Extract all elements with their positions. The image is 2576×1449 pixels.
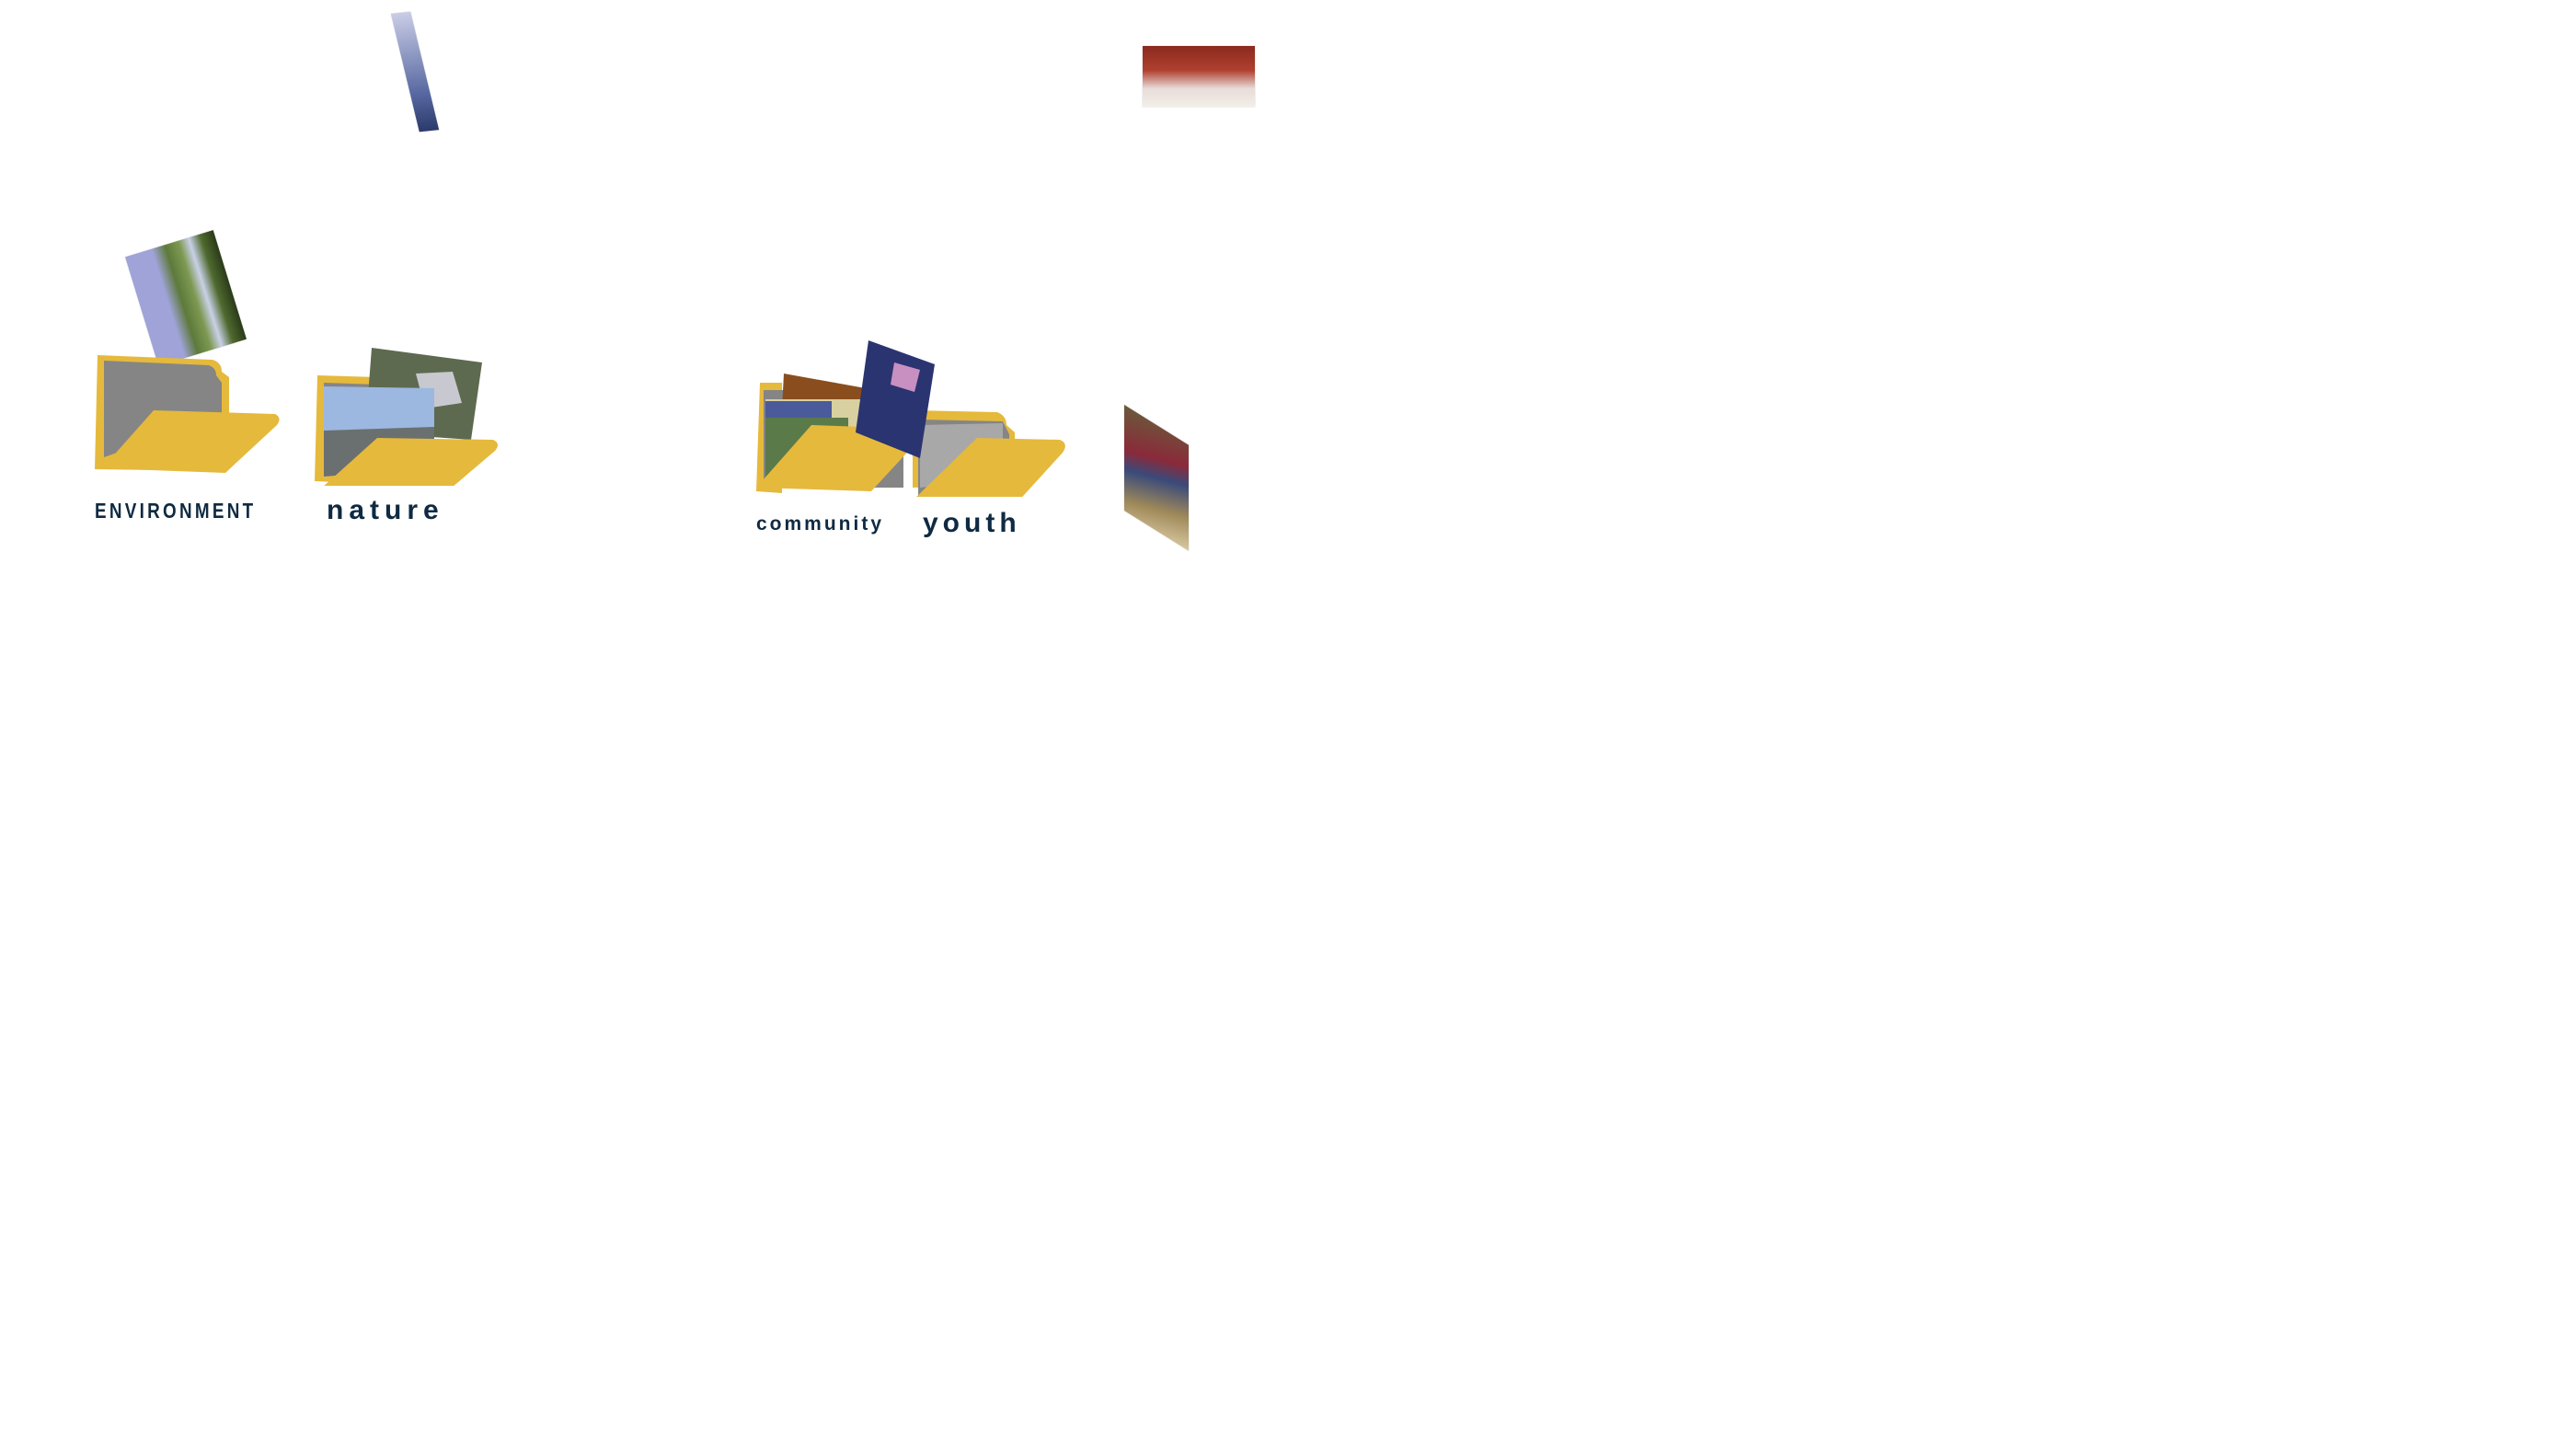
folder-label-community[interactable]: community [756, 513, 885, 535]
folder-icon [756, 340, 1065, 504]
folder-label-environment[interactable]: ENVIRONMENT [95, 499, 257, 523]
folder-community[interactable] [756, 322, 1069, 504]
folder-youth[interactable] [911, 386, 1067, 501]
floating-photo-red [1143, 46, 1255, 107]
floating-photo-grass [125, 230, 247, 366]
folder-icon [95, 355, 280, 473]
floating-photo-people [1124, 405, 1189, 551]
floating-photo-sky [390, 11, 440, 132]
folder-label-youth[interactable]: youth [923, 508, 1021, 538]
folder-label-nature[interactable]: nature [327, 495, 444, 525]
folder-icon [315, 348, 499, 493]
folder-nature[interactable] [315, 348, 508, 493]
folder-environment[interactable] [95, 351, 283, 480]
